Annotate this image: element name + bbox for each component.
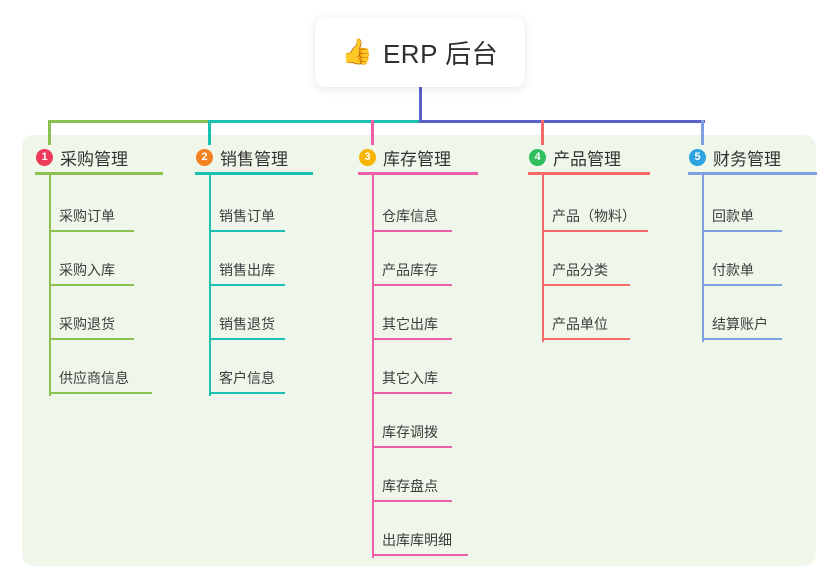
column-head-rule-4 xyxy=(528,172,650,175)
leaf-rule xyxy=(542,338,630,340)
leaf-node[interactable]: 供应商信息 xyxy=(49,364,152,394)
leaf-rule xyxy=(372,500,452,502)
leaf-node[interactable]: 库存盘点 xyxy=(372,472,452,502)
leaf-label: 产品库存 xyxy=(382,262,438,278)
column-trunk-5 xyxy=(702,172,704,342)
leaf-rule xyxy=(209,338,285,340)
column-badge-5: 5 xyxy=(689,149,706,166)
column-title-2: 销售管理 xyxy=(220,150,288,169)
column-head-rule-3 xyxy=(358,172,478,175)
leaf-node[interactable]: 付款单 xyxy=(702,256,782,286)
leaf-label: 其它入库 xyxy=(382,370,438,386)
leaf-label: 出库库明细 xyxy=(382,532,452,548)
leaf-label: 产品分类 xyxy=(552,262,608,278)
leaf-label: 付款单 xyxy=(712,262,754,278)
leaf-label: 销售订单 xyxy=(219,208,275,224)
leaf-rule xyxy=(49,338,134,340)
leaf-label: 销售退货 xyxy=(219,316,275,332)
leaf-label: 库存盘点 xyxy=(382,478,438,494)
column-header-2[interactable]: 2 销售管理 xyxy=(196,145,288,170)
column-header-3[interactable]: 3 库存管理 xyxy=(359,145,451,170)
column-title-5: 财务管理 xyxy=(713,150,781,169)
leaf-label: 产品单位 xyxy=(552,316,608,332)
leaf-rule xyxy=(49,230,134,232)
leaf-rule xyxy=(49,284,134,286)
leaf-label: 客户信息 xyxy=(219,370,275,386)
leaf-node[interactable]: 库存调拨 xyxy=(372,418,452,448)
leaf-node[interactable]: 产品（物料） xyxy=(542,202,648,232)
leaf-rule xyxy=(702,230,782,232)
leaf-label: 销售出库 xyxy=(219,262,275,278)
leaf-node[interactable]: 产品分类 xyxy=(542,256,630,286)
column-badge-1: 1 xyxy=(36,149,53,166)
column-trunk-4 xyxy=(542,172,544,342)
leaf-node[interactable]: 结算账户 xyxy=(702,310,782,340)
leaf-rule xyxy=(542,230,648,232)
leaf-rule xyxy=(209,230,285,232)
leaf-node[interactable]: 销售出库 xyxy=(209,256,285,286)
leaf-rule xyxy=(372,338,452,340)
drop-line-5 xyxy=(701,120,704,145)
leaf-rule xyxy=(49,392,152,394)
leaf-node[interactable]: 仓库信息 xyxy=(372,202,452,232)
leaf-node[interactable]: 销售退货 xyxy=(209,310,285,340)
column-title-3: 库存管理 xyxy=(383,150,451,169)
leaf-rule xyxy=(372,284,452,286)
drop-line-2 xyxy=(208,120,211,145)
drop-line-1 xyxy=(48,120,51,145)
leaf-label: 供应商信息 xyxy=(59,370,129,386)
column-header-5[interactable]: 5 财务管理 xyxy=(689,145,781,170)
leaf-rule xyxy=(372,392,452,394)
drop-line-4 xyxy=(541,120,544,145)
leaf-label: 库存调拨 xyxy=(382,424,438,440)
leaf-label: 回款单 xyxy=(712,208,754,224)
leaf-node[interactable]: 其它出库 xyxy=(372,310,452,340)
column-title-1: 采购管理 xyxy=(60,150,128,169)
leaf-rule xyxy=(372,230,452,232)
column-header-4[interactable]: 4 产品管理 xyxy=(529,145,621,170)
column-header-1[interactable]: 1 采购管理 xyxy=(36,145,128,170)
column-head-rule-5 xyxy=(688,172,817,175)
hbar-segment-left xyxy=(49,120,209,123)
leaf-label: 仓库信息 xyxy=(382,208,438,224)
leaf-node[interactable]: 销售订单 xyxy=(209,202,285,232)
root-node[interactable]: 👍 ERP 后台 xyxy=(315,18,525,87)
diagram-panel: 1 采购管理采购订单采购入库采购退货供应商信息 2 销售管理销售订单销售出库销售退货客… xyxy=(22,135,817,566)
column-badge-4: 4 xyxy=(529,149,546,166)
leaf-rule xyxy=(209,392,285,394)
hbar-segment-mid xyxy=(209,120,420,123)
leaf-node[interactable]: 回款单 xyxy=(702,202,782,232)
leaf-rule xyxy=(209,284,285,286)
leaf-label: 采购入库 xyxy=(59,262,115,278)
column-badge-2: 2 xyxy=(196,149,213,166)
leaf-node[interactable]: 其它入库 xyxy=(372,364,452,394)
leaf-rule xyxy=(702,338,782,340)
leaf-label: 结算账户 xyxy=(712,316,768,332)
leaf-node[interactable]: 客户信息 xyxy=(209,364,285,394)
column-badge-3: 3 xyxy=(359,149,376,166)
leaf-node[interactable]: 采购订单 xyxy=(49,202,134,232)
root-title: ERP 后台 xyxy=(382,39,499,69)
leaf-rule xyxy=(372,554,468,556)
hbar-segment-right xyxy=(420,120,705,123)
column-title-4: 产品管理 xyxy=(553,150,621,169)
column-trunk-3 xyxy=(372,172,374,558)
leaf-label: 采购订单 xyxy=(59,208,115,224)
leaf-rule xyxy=(542,284,630,286)
leaf-node[interactable]: 产品库存 xyxy=(372,256,452,286)
thumbs-up-icon: 👍 xyxy=(341,38,373,66)
leaf-node[interactable]: 产品单位 xyxy=(542,310,630,340)
column-head-rule-1 xyxy=(35,172,163,175)
leaf-node[interactable]: 采购入库 xyxy=(49,256,134,286)
column-head-rule-2 xyxy=(195,172,313,175)
leaf-label: 产品（物料） xyxy=(552,208,636,224)
leaf-node[interactable]: 采购退货 xyxy=(49,310,134,340)
drop-line-3 xyxy=(371,120,374,145)
leaf-label: 其它出库 xyxy=(382,316,438,332)
root-stem xyxy=(419,87,422,123)
leaf-rule xyxy=(702,284,782,286)
leaf-label: 采购退货 xyxy=(59,316,115,332)
leaf-node[interactable]: 出库库明细 xyxy=(372,526,468,556)
leaf-rule xyxy=(372,446,452,448)
